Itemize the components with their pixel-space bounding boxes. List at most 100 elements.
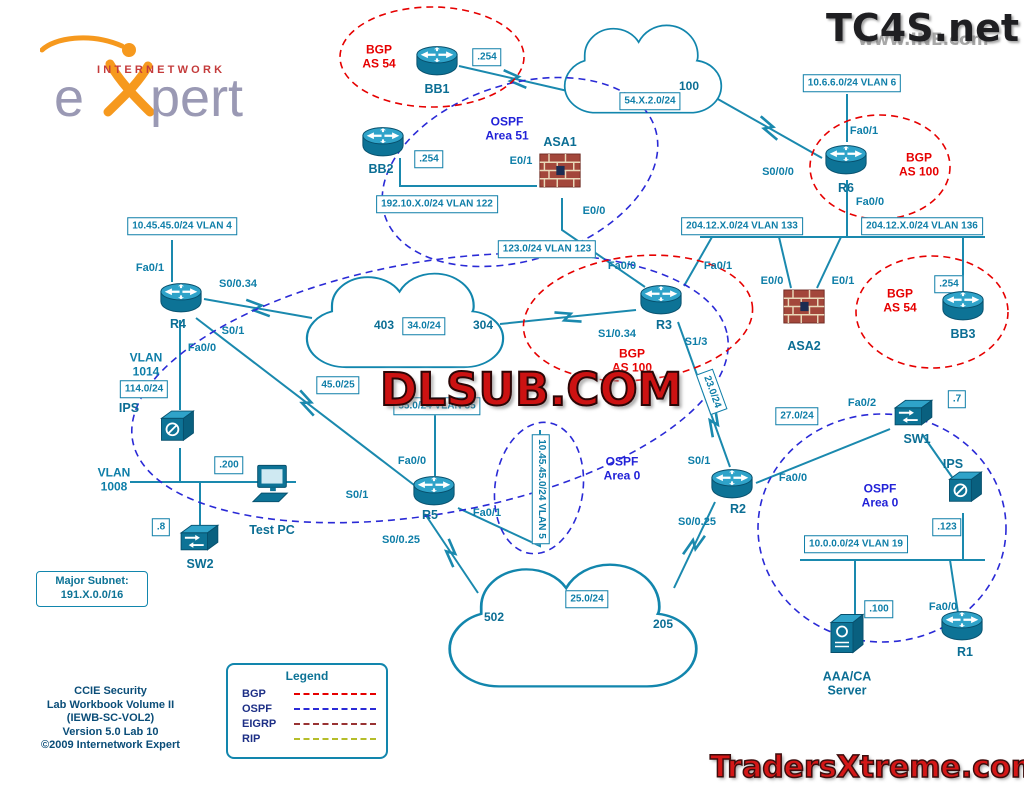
node-sw1[interactable] (891, 398, 935, 435)
port-r3-fa0-1: Fa0/1 (703, 260, 733, 272)
watermark-tradersxtreme: TradersXtreme.com (709, 749, 1024, 786)
server-icon (824, 613, 870, 659)
node-r5[interactable] (411, 474, 457, 512)
switch-icon (891, 398, 935, 430)
logo-e-text: e (54, 68, 85, 128)
node-asa1[interactable] (538, 151, 582, 195)
node-r5-label: R5 (422, 507, 438, 522)
node-r4-label: R4 (170, 316, 186, 331)
node-r6[interactable] (823, 143, 869, 181)
internetwork-expert-logo: INTERNETWORK e pert (40, 34, 310, 129)
port-r3-s1-0-34: S1/0.34 (598, 328, 636, 340)
port-r2-s0-0-25: S0/0.25 (678, 516, 716, 528)
label-vlan136: 204.12.X.0/24 VLAN 136 (861, 217, 983, 235)
legend-line-ospf (294, 707, 376, 710)
switch-icon (177, 523, 221, 555)
legend-row-eigrp: EIGRP (228, 716, 386, 731)
node-asa1-label: ASA1 (543, 134, 577, 149)
major-subnet-title: Major Subnet: (55, 575, 129, 587)
router-icon (939, 609, 985, 642)
legend-line-bgp (294, 692, 376, 695)
anno-vlan-1008: VLAN 1008 (97, 465, 131, 494)
node-bb1[interactable] (414, 44, 460, 82)
label-aaa-ip: .100 (864, 600, 894, 618)
node-r2-label: R2 (730, 501, 746, 516)
anno-vlan-1014: VLAN 1014 (129, 350, 163, 379)
legend-label-eigrp: EIGRP (242, 717, 277, 730)
node-test-pc[interactable] (249, 464, 295, 511)
node-bb1-label: BB1 (424, 81, 450, 96)
anno-dlci-100: 100 (678, 78, 700, 93)
node-aaa-server[interactable] (824, 613, 870, 664)
node-r1[interactable] (939, 609, 985, 647)
watermark-dlsub: DLSUB.COM (379, 362, 683, 417)
legend-label-rip: RIP (242, 732, 261, 745)
node-asa2-label: ASA2 (787, 338, 821, 353)
node-r2[interactable] (709, 467, 755, 505)
firewall-icon (538, 151, 582, 190)
label-vlan6: 10.6.6.0/24 VLAN 6 (802, 74, 902, 92)
label-vlan5: 10.45.45.0/24 VLAN 5 (532, 434, 550, 544)
router-icon (158, 281, 204, 314)
port-r5-s0-0-25: S0/0.25 (382, 534, 420, 546)
node-bb3[interactable] (940, 289, 986, 327)
legend-line-eigrp (294, 722, 376, 725)
label-net45: 45.0/25 (316, 376, 360, 394)
label-sw2-ip: .8 (151, 518, 171, 536)
node-sw1-label: SW1 (903, 431, 931, 446)
port-r6-s0-0-0: S0/0/0 (762, 166, 794, 178)
footer-line-5: ©2009 Internetwork Expert (41, 739, 180, 751)
port-asa2-e0-0: E0/0 (760, 275, 784, 287)
anno-bgp-as54-bb3: BGP AS 54 (883, 286, 917, 315)
workbook-footer: CCIE Security Lab Workbook Volume II (IE… (28, 685, 193, 753)
label-bb3-ip: .254 (934, 275, 964, 293)
port-r4-fa0-1: Fa0/1 (135, 262, 165, 274)
router-icon (414, 44, 460, 77)
anno-bgp-as100-r6: BGP AS 100 (898, 150, 940, 179)
footer-line-3: (IEWB-SC-VOL2) (66, 712, 155, 724)
node-ips-right[interactable] (944, 469, 986, 513)
node-asa2[interactable] (782, 287, 826, 331)
watermark-ine: www.INE.com (858, 30, 989, 50)
anno-ospf-area51: OSPF Area 51 (485, 114, 529, 143)
label-net114: 114.0/24 (119, 380, 169, 398)
label-vlan19: 10.0.0.0/24 VLAN 19 (804, 535, 908, 553)
router-icon (638, 283, 684, 316)
major-subnet-box: Major Subnet: 191.X.0.0/16 (36, 571, 148, 607)
ips-icon (944, 469, 986, 508)
label-net25: 25.0/24 (565, 590, 609, 608)
node-r6-label: R6 (838, 180, 854, 195)
router-icon (823, 143, 869, 176)
port-r6-fa0-1: Fa0/1 (849, 125, 879, 137)
legend-row-bgp: BGP (228, 686, 386, 701)
legend-row-ospf: OSPF (228, 701, 386, 716)
router-icon (411, 474, 457, 507)
label-pc-ip: .200 (214, 456, 244, 474)
label-sw1-ip: .7 (947, 390, 967, 408)
node-sw2[interactable] (177, 523, 221, 560)
anno-dlci-205: 205 (652, 616, 674, 631)
port-r5-s0-1: S0/1 (345, 489, 369, 501)
label-vlan123: 123.0/24 VLAN 123 (497, 240, 597, 258)
node-r4[interactable] (158, 281, 204, 319)
node-bb2[interactable] (360, 125, 406, 163)
node-r1-label: R1 (957, 644, 973, 659)
ips-icon (156, 408, 198, 447)
port-r5-fa0-0: Fa0/0 (397, 455, 427, 467)
port-r4-s0-1: S0/1 (221, 325, 245, 337)
node-ips-left[interactable] (156, 408, 198, 452)
legend-title: Legend (285, 669, 329, 683)
port-r3-s1-3: S1/3 (684, 336, 708, 348)
label-net34: 34.0/24 (402, 317, 446, 335)
anno-dlci-502: 502 (483, 609, 505, 624)
port-r5-fa0-1: Fa0/1 (472, 507, 502, 519)
label-vlan4: 10.45.45.0/24 VLAN 4 (127, 217, 237, 235)
node-r3[interactable] (638, 283, 684, 321)
node-r3-label: R3 (656, 317, 672, 332)
port-r6-fa0-0: Fa0/0 (855, 196, 885, 208)
label-vlan55: 55.0/24 VLAN 55 (393, 397, 481, 415)
port-r2-fa0-0: Fa0/0 (778, 472, 808, 484)
watermark-tc4s: TC4S.net (826, 6, 1020, 50)
major-subnet-value: 191.X.0.0/16 (60, 588, 124, 601)
